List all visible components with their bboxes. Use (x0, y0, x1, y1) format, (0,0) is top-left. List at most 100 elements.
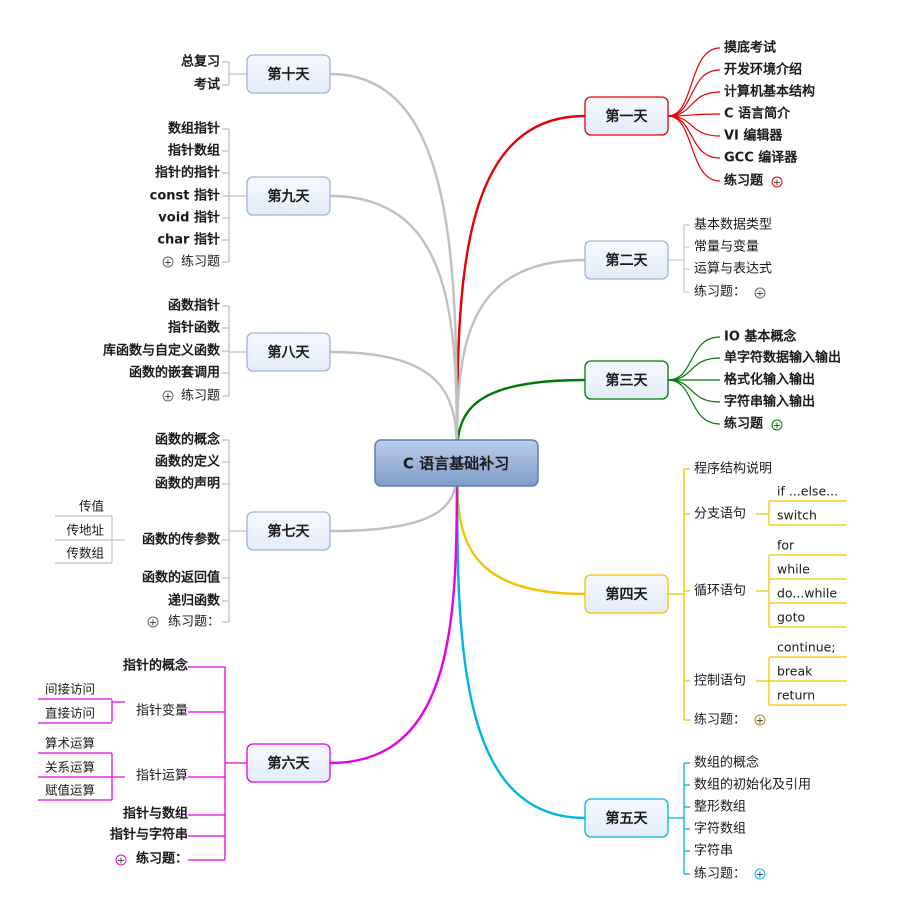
day6-sub-item: 直接访问 (45, 706, 95, 721)
day7-item: 函数的传参数 (142, 532, 221, 548)
day-node-label: 第二天 (606, 252, 649, 269)
day3-item: IO 基本概念 (724, 329, 796, 345)
day3-item: 练习题 (724, 416, 764, 432)
day5-item: 字符数组 (694, 821, 746, 837)
day7-item: 练习题： (168, 615, 220, 630)
expand-plus-icon[interactable]: + (754, 287, 766, 300)
day8-item: 函数的嵌套调用 (129, 365, 220, 381)
day7-item: 递归函数 (168, 593, 221, 609)
branch-day10 (329, 72, 459, 464)
day10-item: 考试 (194, 77, 220, 93)
central-topic-box (374, 439, 539, 487)
central-topic-label: C 语言基础补习 (403, 455, 509, 473)
day4-sub-item: switch (777, 508, 817, 523)
plus-glyph: + (164, 258, 172, 269)
day1-item: 摸底考试 (724, 40, 776, 56)
day4-sub-item: if ...else... (777, 484, 838, 499)
day6-sub-item: 关系运算 (45, 760, 95, 775)
day4-item: 练习题： (694, 713, 746, 728)
expand-plus-icon[interactable]: + (162, 390, 174, 403)
day-node-day2[interactable]: 第二天 (584, 240, 669, 280)
day7-sub-item: 传值 (79, 499, 104, 514)
day-node-day8[interactable]: 第八天 (246, 332, 331, 372)
day6-item: 指针的概念 (123, 658, 188, 674)
day1-item: VI 编辑器 (724, 128, 783, 144)
day-node-day9[interactable]: 第九天 (246, 176, 331, 216)
plus-glyph: + (773, 421, 781, 432)
item-connector (667, 115, 721, 182)
central-topic[interactable]: C 语言基础补习 (374, 439, 539, 487)
expand-plus-icon[interactable]: + (162, 256, 174, 269)
day-node-label: 第一天 (606, 108, 649, 125)
day2-item: 运算与表达式 (694, 262, 772, 277)
day8-item: 函数指针 (168, 298, 220, 314)
day4-sub-item: continue; (777, 640, 836, 655)
day-node-box (584, 574, 669, 614)
day-node-day4[interactable]: 第四天 (584, 574, 669, 614)
day4-sub-item: goto (777, 610, 805, 625)
day1-item: 开发环境介绍 (724, 62, 802, 78)
day7-item: 函数的声明 (155, 476, 220, 492)
day9-item: char 指针 (157, 232, 220, 248)
day-node-day7[interactable]: 第七天 (246, 511, 331, 551)
day6-sub-item: 间接访问 (45, 682, 95, 697)
day2-item: 常量与变量 (694, 239, 759, 255)
expand-plus-icon[interactable]: + (147, 616, 159, 629)
item-connector (667, 47, 721, 117)
day6-sub-item: 算术运算 (45, 736, 95, 751)
day-node-day10[interactable]: 第十天 (246, 54, 331, 94)
item-connector (667, 379, 721, 403)
day6-item: 指针与字符串 (110, 827, 188, 843)
day-node-day5[interactable]: 第五天 (584, 798, 669, 838)
day3-item: 格式化输入输出 (724, 372, 815, 388)
day5-item: 整形数组 (694, 800, 746, 815)
day-node-box (246, 332, 331, 372)
day1-item: 练习题 (724, 173, 764, 189)
day-node-day1[interactable]: 第一天 (584, 96, 669, 136)
expand-plus-icon[interactable]: + (754, 868, 766, 881)
day-node-day3[interactable]: 第三天 (584, 360, 669, 400)
day6-item: 指针运算 (136, 769, 188, 784)
expand-plus-icon[interactable]: + (754, 714, 766, 727)
item-connector (667, 357, 721, 381)
item-connector (667, 69, 721, 117)
day3-item: 单字符数据输入输出 (724, 350, 841, 366)
day4-sub-item: do...while (777, 586, 837, 601)
plus-glyph: + (756, 289, 764, 300)
day-node-box (246, 511, 331, 551)
day-node-box (246, 743, 331, 783)
branch-day6 (329, 462, 459, 765)
day6-item: 练习题： (136, 851, 188, 867)
day4-sub-item: return (777, 688, 815, 703)
day5-item: 练习题： (694, 867, 746, 882)
day4-item: 控制语句 (694, 674, 746, 689)
day8-item: 练习题 (181, 389, 220, 404)
day9-item: 指针的指针 (155, 165, 220, 181)
expand-plus-icon[interactable]: + (771, 419, 783, 432)
day8-item: 库函数与自定义函数 (103, 343, 221, 359)
item-connector (667, 336, 721, 381)
day2-item: 基本数据类型 (694, 218, 772, 233)
day-node-label: 第三天 (606, 372, 649, 389)
day2-item: 练习题： (694, 285, 746, 300)
day4-sub-item: break (777, 664, 813, 679)
day7-item: 函数的返回值 (142, 570, 220, 586)
plus-glyph: + (117, 856, 125, 867)
expand-plus-icon[interactable]: + (771, 176, 783, 189)
day5-item: 数组的初始化及引用 (694, 777, 811, 793)
day-node-day6[interactable]: 第六天 (246, 743, 331, 783)
day-node-label: 第十天 (268, 66, 311, 83)
day-node-label: 第五天 (606, 810, 649, 827)
day6-item: 指针变量 (136, 703, 188, 719)
day-node-box (584, 360, 669, 400)
day9-item: 指针数组 (168, 143, 220, 159)
day7-sub-item: 传地址 (66, 523, 104, 538)
day6-sub-item: 赋值运算 (45, 783, 95, 798)
day6-item: 指针与数组 (123, 806, 188, 822)
day1-item: 计算机基本结构 (724, 84, 815, 100)
expand-plus-icon[interactable]: + (115, 854, 127, 867)
branch-day9 (329, 194, 459, 464)
day7-item: 函数的定义 (155, 454, 221, 470)
